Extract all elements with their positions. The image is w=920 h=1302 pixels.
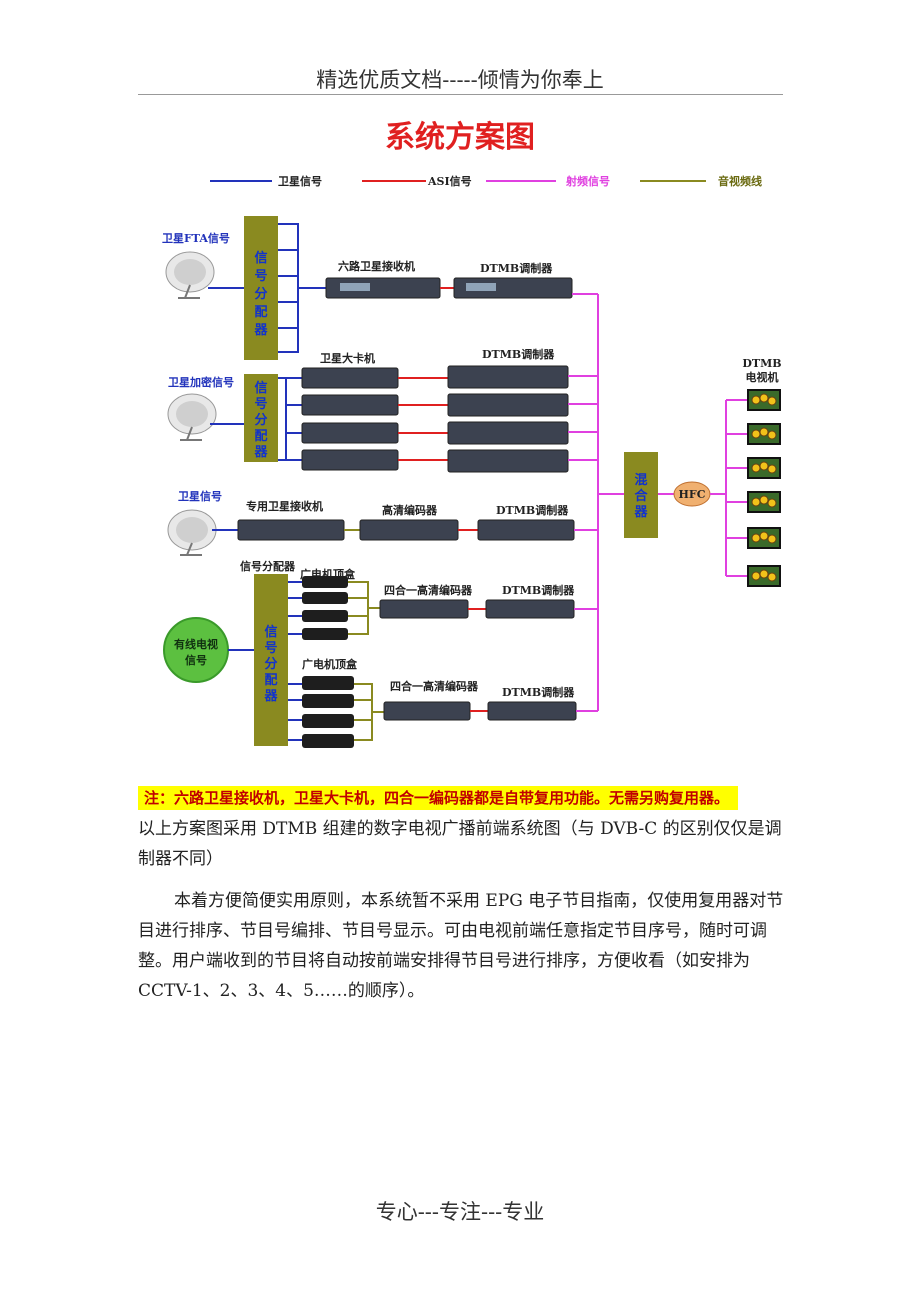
legend-asi-label: ASI信号 <box>427 174 472 188</box>
dtmb-mod-1-label: DTMB调制器 <box>480 261 553 275</box>
svg-text:信: 信 <box>254 380 267 396</box>
source-sat: 卫星信号 <box>178 489 222 503</box>
tv-set-icon <box>726 491 781 513</box>
dtmb-mod-1-device <box>453 277 573 299</box>
svg-text:信: 信 <box>254 250 267 266</box>
tv-label-1: DTMB <box>742 357 781 370</box>
hd-encoder-label: 高清编码器 <box>382 503 438 517</box>
diagram-title: 系统方案图 <box>385 120 535 155</box>
svg-text:合: 合 <box>634 488 648 504</box>
card-receiver-devices <box>301 367 399 471</box>
source-sat-encrypted: 卫星加密信号 <box>168 375 234 389</box>
six-receiver-device <box>325 277 441 299</box>
svg-text:号: 号 <box>264 641 277 656</box>
paragraph-1: 以上方案图采用 DTMB 组建的数字电视广播前端系统图（与 DVB-C 的区别仅… <box>138 819 782 869</box>
svg-text:HFC: HFC <box>679 488 706 501</box>
dtmb-mod-2-label: DTMB调制器 <box>482 347 555 361</box>
source-sat-fta: 卫星FTA信号 <box>162 231 230 245</box>
satellite-dish-icon <box>167 509 217 556</box>
svg-text:配: 配 <box>254 305 267 320</box>
card-receiver-label: 卫星大卡机 <box>320 351 375 365</box>
dtmb-mod-4-device <box>485 599 575 619</box>
legend: 卫星信号 ASI信号 射频信号 音视频线 <box>210 174 762 188</box>
svg-text:分: 分 <box>254 286 267 302</box>
header-divider <box>138 94 783 95</box>
cable-tv-source-icon: 有线电视 信号 <box>163 617 229 683</box>
tv-sets <box>726 389 781 587</box>
hd-encoder-device <box>359 519 459 541</box>
hfc-cloud-icon: HFC <box>673 481 711 507</box>
dtmb-mod-4-label: DTMB调制器 <box>502 583 575 597</box>
splitter-1-label: 信 号 分 配 器 <box>253 250 268 338</box>
tv-set-icon <box>726 565 781 587</box>
quad-encoder-1-label: 四合一高清编码器 <box>384 583 473 597</box>
splitter-label: 信号分配器 <box>240 559 296 573</box>
tv-set-icon <box>726 527 781 549</box>
stb-2-label: 广电机顶盒 <box>302 657 358 671</box>
svg-text:信号: 信号 <box>185 653 207 667</box>
splitter-2-label: 信 号 分 配 器 <box>253 380 268 460</box>
tv-set-icon <box>726 457 781 479</box>
mixer-label: 混 合 器 <box>633 473 648 520</box>
splitter-3 <box>254 574 288 746</box>
svg-text:器: 器 <box>253 323 268 338</box>
mixer <box>624 452 658 538</box>
dtmb-mod-5-label: DTMB调制器 <box>502 685 575 699</box>
svg-text:混: 混 <box>634 473 647 488</box>
stb-group-1 <box>302 576 348 640</box>
splitter-1 <box>244 216 278 360</box>
paragraph-2: 本着方便简便实用原则，本系统暂不采用 EPG 电子节目指南，仅使用复用器对节目进… <box>138 891 784 1001</box>
svg-text:信: 信 <box>264 624 277 640</box>
six-receiver-label: 六路卫星接收机 <box>338 259 415 273</box>
quad-encoder-2-device <box>383 701 471 721</box>
splitter-2 <box>244 374 278 462</box>
legend-satellite-label: 卫星信号 <box>278 174 322 188</box>
dtmb-mod-3-device <box>477 519 575 541</box>
tv-set-icon <box>726 423 781 445</box>
svg-text:配: 配 <box>264 673 277 688</box>
svg-text:器: 器 <box>633 505 648 520</box>
dedicated-receiver-label: 专用卫星接收机 <box>246 499 323 513</box>
system-diagram: 卫星信号 ASI信号 射频信号 音视频线 卫星FTA信号 信 号 分 配 器 六… <box>162 174 782 748</box>
splitter-3-label: 信 号 分 配 器 <box>263 624 278 704</box>
svg-text:有线电视: 有线电视 <box>174 637 218 651</box>
svg-text:分: 分 <box>264 656 277 672</box>
svg-text:号: 号 <box>254 397 267 412</box>
legend-av-label: 音视频线 <box>718 174 762 188</box>
svg-text:分: 分 <box>254 412 267 428</box>
tv-set-icon <box>726 389 781 411</box>
svg-text:配: 配 <box>254 429 267 444</box>
satellite-dish-icon <box>165 251 215 299</box>
dtmb-mod-5-device <box>487 701 577 721</box>
dtmb-mod-2-devices <box>447 365 569 473</box>
dtmb-mod-3-label: DTMB调制器 <box>496 503 569 517</box>
svg-text:器: 器 <box>263 689 278 704</box>
legend-rf-label: 射频信号 <box>565 174 610 188</box>
satellite-dish-icon <box>167 393 217 441</box>
tv-label-2: 电视机 <box>746 370 779 384</box>
note-banner: 注：六路卫星接收机，卫星大卡机，四合一编码器都是自带复用功能。无需另购复用器。 <box>138 786 738 810</box>
quad-encoder-2-label: 四合一高清编码器 <box>390 679 479 693</box>
svg-text:器: 器 <box>253 445 268 460</box>
quad-encoder-1-device <box>379 599 469 619</box>
page-header: 精选优质文档-----倾情为你奉上 <box>316 68 604 92</box>
page-footer: 专心---专注---专业 <box>375 1200 545 1224</box>
svg-text:号: 号 <box>254 269 267 284</box>
stb-group-2 <box>302 676 354 748</box>
dedicated-receiver-device <box>237 519 345 541</box>
